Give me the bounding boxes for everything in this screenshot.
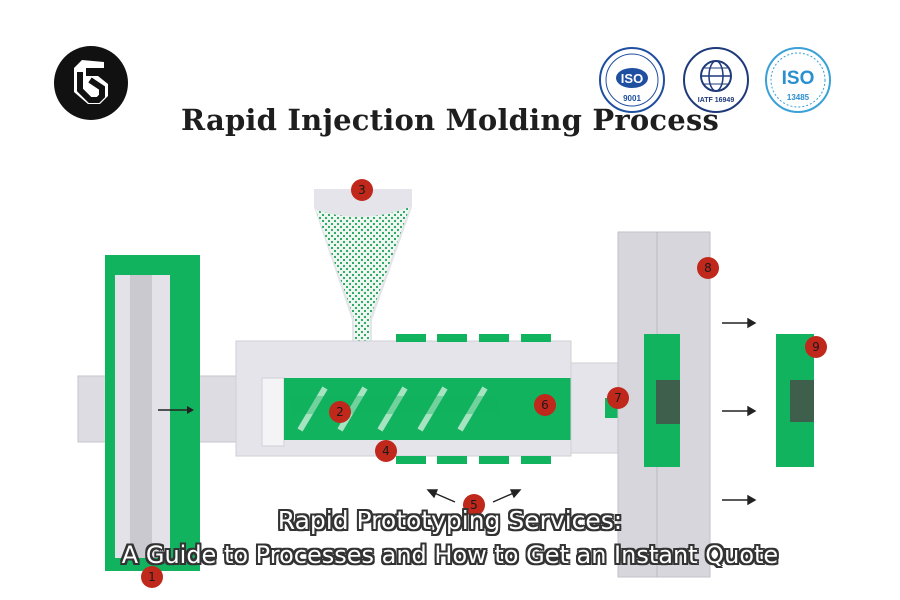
svg-text:2: 2 — [336, 405, 344, 419]
iatf-16949-seal-icon: IATF 16949 — [683, 47, 749, 113]
mold-platen — [617, 231, 711, 578]
svg-text:7: 7 — [614, 391, 622, 405]
caption-line-1: Rapid Prototyping Services: — [277, 506, 623, 535]
step-marker-8: 8 — [697, 257, 719, 279]
step-marker-1: 1 — [141, 566, 163, 588]
cert-name: ISO — [621, 71, 643, 86]
svg-text:6: 6 — [541, 398, 549, 412]
svg-text:9: 9 — [812, 340, 820, 354]
cert-number: 9001 — [623, 94, 641, 103]
step-marker-4: 4 — [375, 440, 397, 462]
svg-text:3: 3 — [358, 183, 366, 197]
svg-text:8: 8 — [704, 261, 712, 275]
hopper — [314, 189, 412, 376]
ejection-arrows — [426, 317, 757, 506]
heater-bands — [396, 334, 551, 464]
page-title: Rapid Injection Molding Process — [180, 103, 719, 137]
cert-number: 13485 — [787, 93, 810, 102]
brand-logo-icon — [54, 46, 128, 120]
step-marker-9: 9 — [805, 336, 827, 358]
step-marker-3: 3 — [351, 179, 373, 201]
iso-13485-seal-icon: ISO 13485 — [765, 47, 831, 113]
svg-text:4: 4 — [382, 444, 390, 458]
svg-text:1: 1 — [148, 570, 156, 584]
step-marker-7: 7 — [607, 387, 629, 409]
hydraulic-unit — [105, 255, 200, 571]
push-arrow-icon — [158, 406, 194, 414]
cert-name: IATF 16949 — [698, 97, 735, 104]
cert-name: ISO — [782, 68, 815, 89]
caption-line-2: A Guide to Processes and How to Get an I… — [121, 541, 779, 569]
step-marker-5: 5 — [463, 494, 485, 516]
step-marker-6: 6 — [534, 394, 556, 416]
step-marker-2: 2 — [329, 401, 351, 423]
molded-part — [776, 334, 814, 467]
iso-9001-seal-icon: ISO 9001 — [599, 47, 665, 113]
svg-text:5: 5 — [470, 498, 478, 512]
